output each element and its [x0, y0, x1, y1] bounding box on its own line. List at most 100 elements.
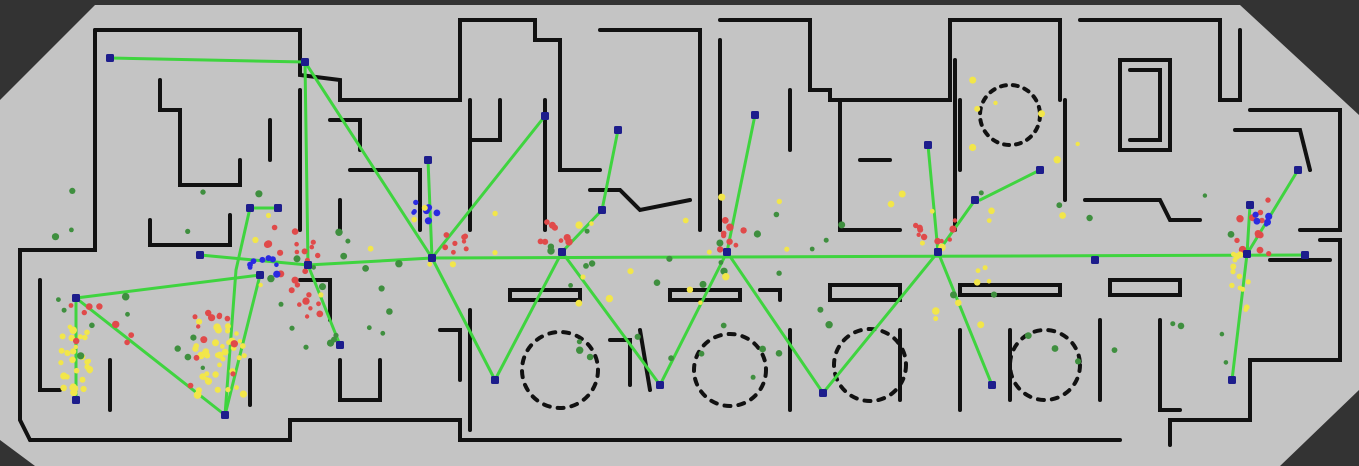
sensor-point — [303, 344, 309, 350]
sensor-point — [225, 387, 231, 393]
sensor-point — [73, 337, 80, 345]
sensor-point — [61, 307, 67, 313]
waypoint-marker[interactable] — [656, 381, 664, 389]
waypoint-marker[interactable] — [1036, 166, 1044, 174]
waypoints[interactable] — [72, 54, 1309, 419]
waypoint-marker[interactable] — [274, 204, 282, 212]
sensor-point — [204, 377, 213, 385]
sensor-point — [224, 315, 231, 322]
sensor-point — [273, 270, 281, 278]
sensor-point — [89, 322, 95, 329]
sensor-point — [234, 385, 239, 390]
waypoint-marker[interactable] — [196, 251, 204, 259]
waypoint-marker[interactable] — [336, 341, 344, 349]
sensor-point — [558, 238, 564, 243]
sensor-point — [265, 212, 272, 219]
waypoint-marker[interactable] — [1091, 256, 1099, 264]
sensor-point — [461, 239, 467, 244]
sensor-point — [1086, 214, 1093, 222]
waypoint-marker[interactable] — [988, 381, 996, 389]
sensor-point — [225, 328, 231, 334]
sensor-point — [277, 249, 284, 256]
waypoint-marker[interactable] — [1301, 251, 1309, 259]
sensor-point — [214, 352, 221, 358]
sensor-point — [955, 299, 962, 307]
sensor-point — [69, 356, 76, 364]
waypoint-marker[interactable] — [106, 54, 114, 62]
sensor-point — [239, 390, 247, 398]
sensor-point — [753, 230, 762, 238]
waypoint-marker[interactable] — [598, 206, 606, 214]
waypoint-marker[interactable] — [1246, 201, 1254, 209]
sensor-point — [568, 283, 573, 288]
sensor-point — [200, 365, 205, 370]
sensor-point — [939, 238, 944, 244]
sensor-point — [335, 228, 343, 236]
sensor-point — [1075, 358, 1082, 365]
sensor-point — [1170, 321, 1176, 327]
sensor-point — [202, 348, 210, 355]
waypoint-marker[interactable] — [723, 248, 731, 256]
point-cloud — [51, 76, 1273, 399]
sensor-point — [58, 360, 64, 366]
sensor-point — [716, 239, 724, 247]
waypoint-marker[interactable] — [1243, 250, 1251, 258]
sensor-point — [67, 324, 73, 330]
waypoint-marker[interactable] — [924, 141, 932, 149]
sensor-point — [112, 320, 120, 329]
waypoint-marker[interactable] — [246, 204, 254, 212]
sensor-point — [978, 190, 984, 196]
waypoint-marker[interactable] — [256, 271, 264, 279]
sensor-point — [974, 105, 981, 112]
sensor-point — [56, 297, 61, 302]
waypoint-marker[interactable] — [72, 294, 80, 302]
sensor-point — [331, 336, 337, 343]
waypoint-marker[interactable] — [819, 389, 827, 397]
waypoint-marker[interactable] — [558, 248, 566, 256]
waypoint-marker[interactable] — [1294, 166, 1302, 174]
sensor-point — [589, 221, 594, 226]
waypoint-marker[interactable] — [491, 376, 499, 384]
sensor-point — [492, 210, 498, 217]
sensor-point — [315, 252, 321, 259]
waypoint-marker[interactable] — [614, 126, 622, 134]
sensor-point — [718, 193, 726, 201]
sensor-point — [252, 236, 259, 244]
sensor-point — [73, 344, 79, 350]
sensor-point — [698, 350, 705, 357]
waypoint-marker[interactable] — [541, 112, 549, 120]
waypoint-marker[interactable] — [304, 261, 312, 269]
sensor-point — [784, 246, 790, 252]
sensor-point — [929, 208, 935, 214]
sensor-point — [196, 391, 202, 397]
waypoint-marker[interactable] — [72, 396, 80, 404]
sensor-point — [1223, 360, 1229, 365]
sensor-point — [82, 334, 88, 341]
sensor-point — [544, 219, 550, 225]
sensor-point — [1265, 212, 1273, 220]
waypoint-marker[interactable] — [1228, 376, 1236, 384]
sensor-point — [81, 309, 88, 316]
sensor-point — [230, 371, 236, 377]
waypoint-marker[interactable] — [301, 58, 309, 66]
sensor-point — [1075, 141, 1080, 147]
waypoint-marker[interactable] — [424, 156, 432, 164]
sensor-point — [1264, 222, 1269, 227]
sensor-point — [301, 248, 308, 255]
sensor-point — [668, 355, 674, 362]
sensor-point — [395, 260, 403, 268]
sensor-point — [1255, 233, 1260, 238]
sensor-point — [1227, 231, 1235, 238]
sensor-point — [1244, 304, 1250, 311]
sensor-point — [988, 207, 995, 215]
waypoint-marker[interactable] — [751, 111, 759, 119]
waypoint-marker[interactable] — [971, 196, 979, 204]
sensor-point — [443, 232, 450, 238]
waypoint-marker[interactable] — [934, 248, 942, 256]
waypoint-marker[interactable] — [428, 254, 436, 262]
waypoint-marker[interactable] — [221, 411, 229, 419]
sensor-point — [975, 268, 981, 274]
sensor-point — [898, 190, 906, 198]
sensor-point — [433, 209, 441, 217]
